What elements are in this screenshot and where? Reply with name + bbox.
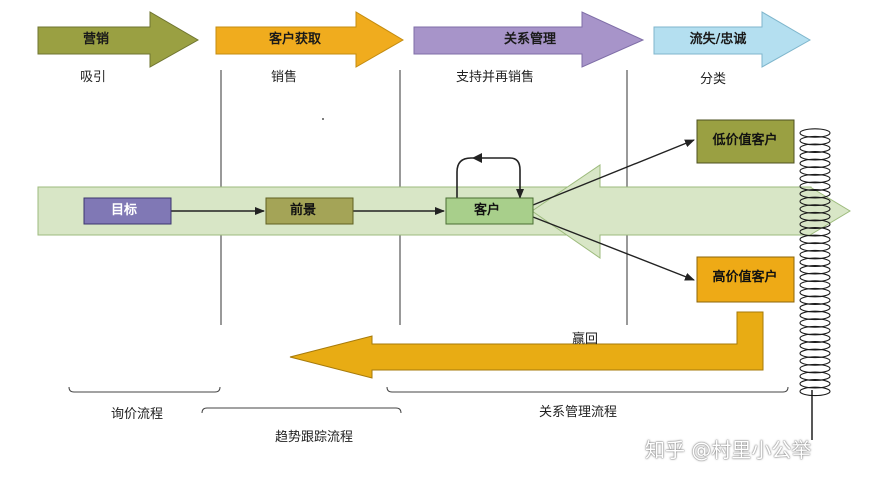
funnel-arrowhead — [531, 164, 851, 259]
node-prospect — [265, 197, 354, 225]
coil-loop — [799, 227, 831, 237]
coil-loop — [799, 151, 831, 161]
coil-loop — [799, 219, 831, 229]
watermark: 知乎 @村里小公举 — [645, 438, 812, 462]
phase-label-churn-loyalty: 流失/忠诚 — [689, 32, 747, 47]
phase-arrow-churn-loyalty — [653, 11, 812, 68]
process-label-inquiry: 询价流程 — [110, 407, 164, 422]
arrow-customer-to-low-value — [532, 139, 695, 206]
coil-loop — [799, 204, 831, 214]
coil-loop — [799, 348, 831, 359]
coil-loop — [799, 166, 831, 176]
customer-loop-arrowhead — [472, 153, 482, 163]
coil-loop — [799, 242, 831, 252]
coil-loop — [799, 341, 831, 351]
node-label-prospect: 前景 — [289, 203, 317, 218]
node-label-high-value: 高价值客户 — [712, 270, 778, 285]
process-label-tracking: 趋势跟踪流程 — [274, 430, 354, 445]
phase-arrow-acquisition — [215, 11, 404, 68]
coil-loop — [799, 318, 831, 328]
coil-loop — [799, 310, 831, 321]
coil-loop — [799, 135, 831, 146]
coil-loop — [799, 173, 831, 184]
coil-loop — [799, 265, 831, 275]
node-target — [83, 197, 172, 225]
customer-self-loop — [456, 157, 524, 199]
coil-loop — [799, 379, 831, 389]
coil-loop — [799, 257, 831, 267]
coil-loop — [799, 280, 831, 290]
coil-loop — [799, 371, 831, 381]
phase-sublabel-relationship: 支持并再销售 — [456, 70, 535, 85]
coil-loop — [799, 295, 831, 305]
node-label-target: 目标 — [110, 203, 138, 218]
bracket-inquiry — [68, 386, 221, 393]
churn-coil — [799, 128, 831, 397]
phase-label-relationship: 关系管理 — [503, 32, 557, 47]
coil-loop — [799, 196, 831, 207]
coil-loop — [799, 333, 831, 343]
stray-dot — [322, 118, 324, 120]
winback-arrow — [289, 311, 764, 379]
coil-loop — [799, 158, 831, 169]
coil-loop — [799, 128, 831, 138]
coil-loop — [799, 143, 831, 153]
bracket-relationship — [386, 386, 789, 393]
bracket-tracking — [201, 407, 402, 414]
process-label-relationship: 关系管理流程 — [538, 405, 618, 420]
phase-arrow-relationship — [413, 11, 645, 68]
coil-loop — [799, 325, 831, 336]
coil-loop — [799, 189, 831, 199]
phase-sublabel-marketing: 吸引 — [80, 70, 107, 85]
coil-loop — [799, 386, 831, 397]
node-label-customer: 客户 — [473, 203, 501, 218]
phase-label-acquisition: 客户获取 — [268, 32, 322, 47]
coil-loop — [799, 363, 831, 374]
phase-arrow-marketing — [37, 11, 200, 68]
coil-loop — [799, 287, 831, 298]
coil-loop — [799, 272, 831, 283]
coil-loop — [799, 356, 831, 366]
node-customer — [445, 197, 534, 225]
coil-loop — [799, 249, 831, 260]
node-low-value — [696, 119, 795, 164]
winback-label: 赢回 — [572, 332, 599, 347]
node-label-low-value: 低价值客户 — [712, 133, 778, 148]
node-high-value — [696, 256, 795, 303]
coil-loop — [799, 181, 831, 191]
coil-loop — [799, 211, 831, 222]
phase-sublabel-churn-loyalty: 分类 — [700, 72, 727, 87]
coil-loop — [799, 234, 831, 245]
phase-label-marketing: 营销 — [82, 32, 110, 47]
arrow-customer-to-high-value — [532, 216, 695, 281]
coil-loop — [799, 303, 831, 313]
phase-sublabel-acquisition: 销售 — [271, 70, 298, 85]
